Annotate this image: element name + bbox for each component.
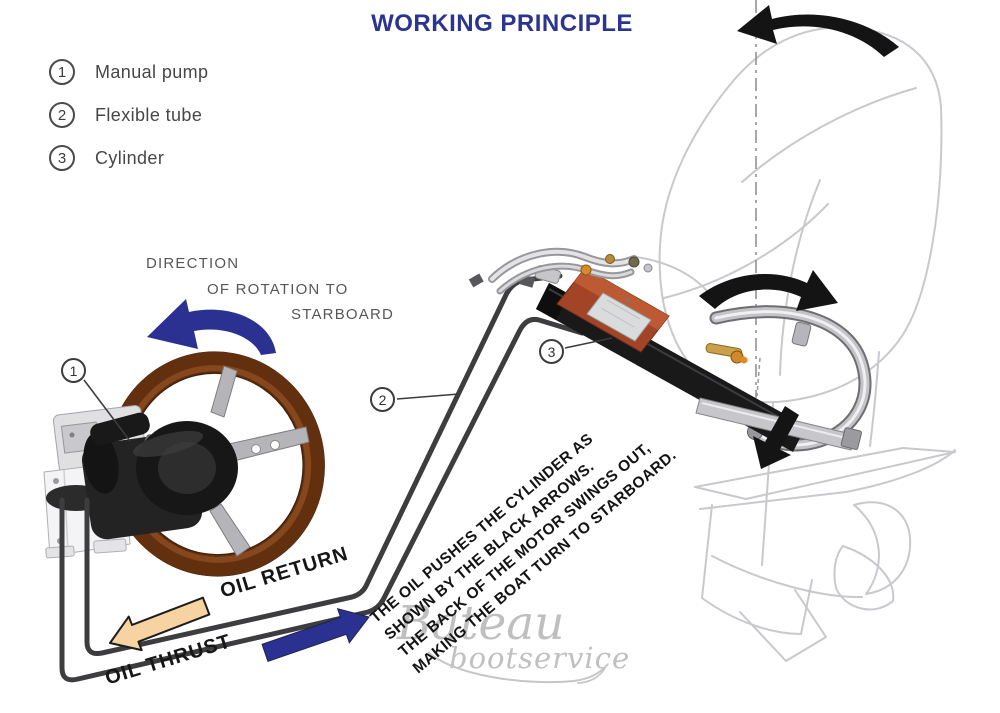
legend-label-flexible-tube: Flexible tube [95, 104, 203, 125]
legend-item-cylinder: 3 Cylinder [49, 145, 164, 171]
motor-swing-arrow [699, 270, 838, 311]
callout-cylinder: 3 [539, 339, 564, 364]
direction-note-line3: STARBOARD [291, 306, 395, 323]
hydraulic-tubes [59, 273, 585, 683]
legend-label-manual-pump: Manual pump [95, 61, 209, 82]
watermark-word: Bateau [397, 596, 565, 651]
legend-number-1: 1 [49, 59, 75, 85]
legend-item-flexible-tube: 2 Flexible tube [49, 102, 202, 128]
watermark-subtitle: bootservice [449, 641, 631, 675]
legend-number-3: 3 [49, 145, 75, 171]
watermark-swoosh [427, 651, 607, 684]
legend-item-manual-pump: 1 Manual pump [49, 59, 208, 85]
direction-note-line2: OF ROTATION TO [207, 281, 349, 298]
callout-pump: 1 [61, 358, 86, 383]
cylinder-illustration [468, 247, 872, 452]
oil-thrust-arrow [261, 608, 370, 662]
oil-return-arrow [109, 596, 211, 652]
manual-pump-illustration [81, 412, 238, 540]
callout-tube: 2 [370, 387, 395, 412]
legend-number-2: 2 [49, 102, 75, 128]
page-title: WORKING PRINCIPLE [371, 10, 633, 37]
rod-thrust-arrow [753, 406, 799, 469]
motor-top-rotation-arrow [737, 5, 899, 57]
legend-label-cylinder: Cylinder [95, 147, 165, 168]
callout-leader-lines [83, 337, 613, 442]
wheel-rotation-arrow [147, 299, 276, 355]
direction-note-line1: DIRECTION [146, 255, 240, 272]
wheel-spokes [209, 365, 310, 557]
